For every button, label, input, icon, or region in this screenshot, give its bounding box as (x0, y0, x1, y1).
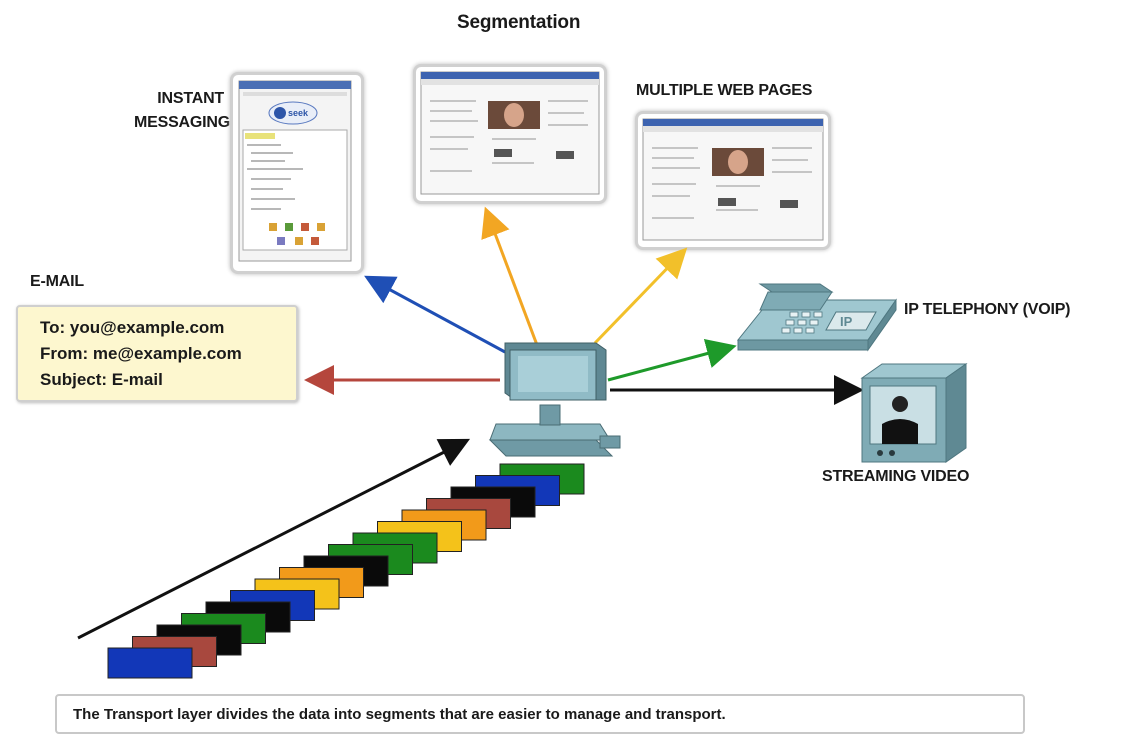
email-to: To: you@example.com (40, 318, 225, 337)
web-page-illustration-center (420, 71, 600, 195)
data-segments (107, 463, 585, 679)
email-label: E-MAIL (30, 273, 84, 290)
streaming-video-tv-icon (860, 363, 968, 463)
instant-messaging-label-line2: MESSAGING (134, 114, 230, 131)
web-page-illustration-right (642, 118, 824, 241)
data-segment (107, 647, 193, 679)
caption-box: The Transport layer divides the data int… (55, 694, 1025, 734)
email-message-box: To: you@example.com From: me@example.com… (16, 305, 298, 402)
email-subject: Subject: E-mail (40, 370, 163, 389)
email-from: From: me@example.com (40, 344, 242, 363)
voip-label: IP TELEPHONY (VOIP) (904, 301, 1071, 318)
arrow-to-voip (607, 338, 737, 382)
im-window-illustration: seek (238, 80, 352, 262)
arrow-to-segmentation (481, 206, 539, 346)
instant-messaging-screen: seek (230, 72, 364, 274)
segmentation-web-screen (413, 64, 607, 204)
instant-messaging-label: INSTANT MESSAGING (134, 87, 230, 135)
multiple-web-pages-label: MULTIPLE WEB PAGES (636, 82, 813, 99)
ip-phone-icon: IP (736, 283, 897, 352)
ip-phone-badge: IP (840, 314, 853, 329)
arrows (77, 206, 864, 640)
multiple-web-pages-screen (635, 111, 831, 250)
arrow-to-web-pages (593, 247, 688, 345)
streaming-video-label: STREAMING VIDEO (822, 468, 970, 485)
instant-messaging-label-line1: INSTANT (157, 90, 224, 107)
computer-icon (488, 342, 621, 457)
arrow-to-instant-messaging (364, 275, 506, 354)
arrow-segments-to-computer (77, 438, 471, 640)
svg-text:seek: seek (288, 108, 309, 118)
diagram-title: Segmentation (457, 12, 581, 33)
